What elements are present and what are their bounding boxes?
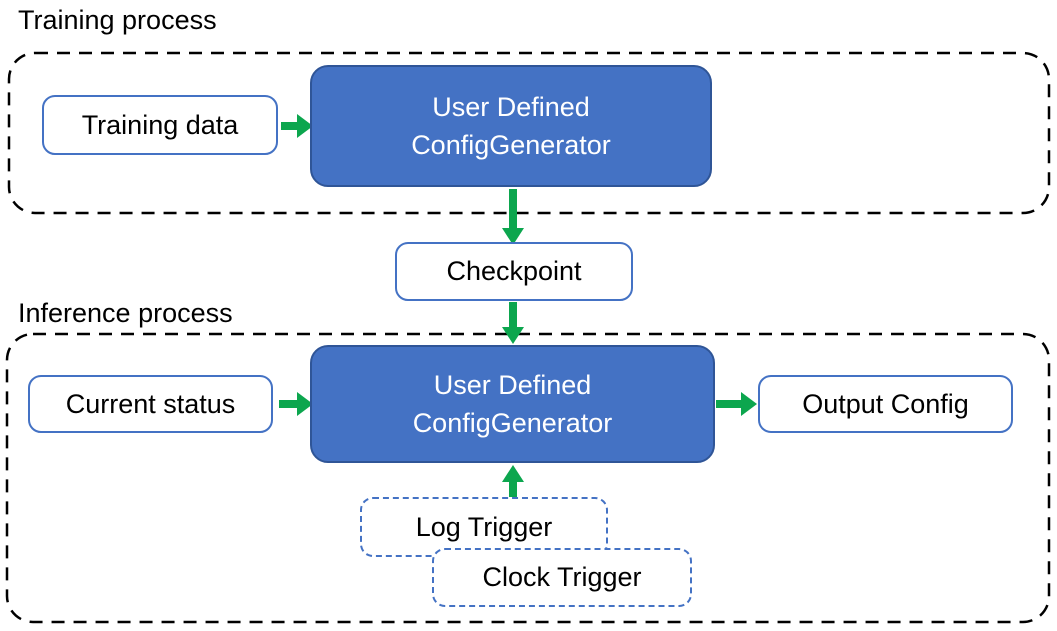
inference-config-generator-box: User Defined ConfigGenerator: [310, 345, 715, 463]
arrow-current-status-to-generator: [279, 392, 313, 416]
log-trigger-box: Log Trigger: [360, 497, 608, 557]
inference-process-label: Inference process: [18, 298, 233, 328]
training-process-container: [7, 51, 1051, 215]
output-config-box: Output Config: [758, 375, 1013, 433]
current-status-box: Current status: [28, 375, 273, 433]
arrow-training-data-to-generator: [281, 114, 313, 138]
training-data-box: Training data: [42, 95, 278, 155]
arrow-triggers-to-generator: [502, 465, 524, 497]
training-process-label: Training process: [18, 5, 217, 35]
training-config-generator-line2: ConfigGenerator: [411, 130, 611, 160]
clock-trigger-box: Clock Trigger: [432, 548, 692, 607]
inference-config-generator-line1: User Defined: [433, 370, 592, 400]
arrow-generator-to-checkpoint: [502, 189, 524, 245]
inference-process-container: [5, 332, 1051, 624]
checkpoint-box: Checkpoint: [395, 242, 633, 301]
training-config-generator-line1: User Defined: [432, 92, 590, 122]
arrow-checkpoint-to-generator: [502, 302, 524, 344]
inference-config-generator-line2: ConfigGenerator: [412, 408, 613, 438]
training-config-generator-box: User Defined ConfigGenerator: [310, 65, 712, 187]
arrow-generator-to-output-config: [716, 392, 757, 416]
